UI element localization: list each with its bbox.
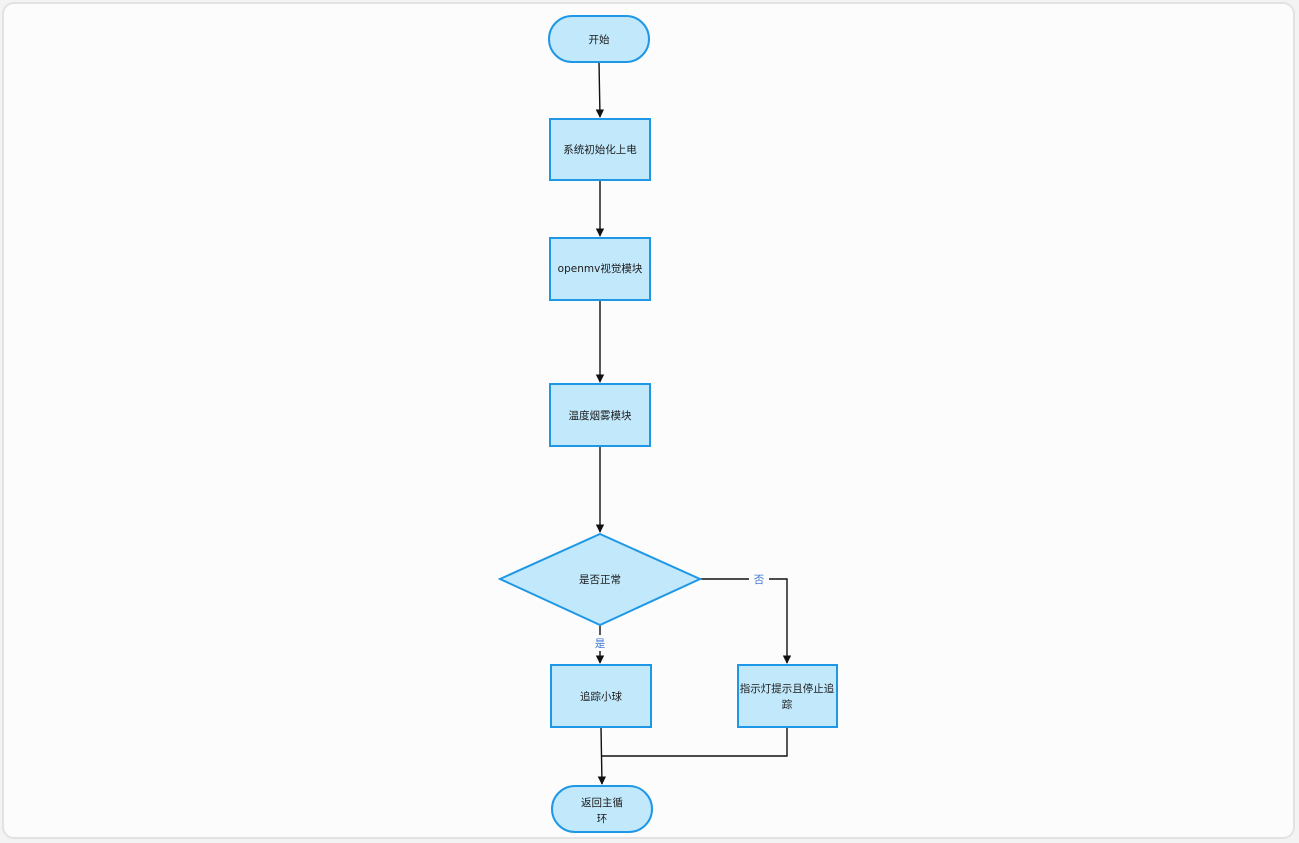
node-vision-label: openmv视觉模块 — [558, 262, 643, 275]
node-end-label-line1: 返回主循 — [581, 796, 623, 809]
node-alert-label-line1: 指示灯提示且停止追 — [740, 682, 835, 695]
node-vision[interactable]: openmv视觉模块 — [549, 237, 651, 301]
node-end[interactable]: 返回主循 环 — [551, 785, 653, 833]
edge-label-no: 否 — [749, 571, 769, 587]
node-sensor[interactable]: 温度烟雾模块 — [549, 383, 651, 447]
node-track-label: 追踪小球 — [580, 690, 622, 703]
node-start-label: 开始 — [589, 33, 610, 46]
node-sensor-label: 温度烟雾模块 — [569, 409, 632, 422]
node-init[interactable]: 系统初始化上电 — [549, 118, 651, 181]
node-track[interactable]: 追踪小球 — [550, 664, 652, 728]
node-init-label: 系统初始化上电 — [563, 143, 637, 156]
edge-start-init — [595, 61, 605, 118]
node-alert-label-line2: 踪 — [782, 698, 793, 711]
edge-alert-end — [602, 727, 788, 757]
node-end-label-line2: 环 — [597, 813, 608, 825]
edge-label-yes: 是 — [590, 635, 610, 651]
node-start[interactable]: 开始 — [548, 15, 650, 63]
edge-label-no-text: 否 — [754, 574, 765, 586]
edges — [595, 61, 792, 785]
edge-label-yes-text: 是 — [595, 638, 606, 650]
node-check-label: 是否正常 — [579, 573, 621, 586]
edge-check-alert — [700, 578, 792, 664]
edge-track-end — [597, 726, 607, 785]
node-alert[interactable]: 指示灯提示且停止追 踪 — [737, 664, 838, 728]
node-check[interactable]: 是否正常 — [497, 532, 703, 627]
